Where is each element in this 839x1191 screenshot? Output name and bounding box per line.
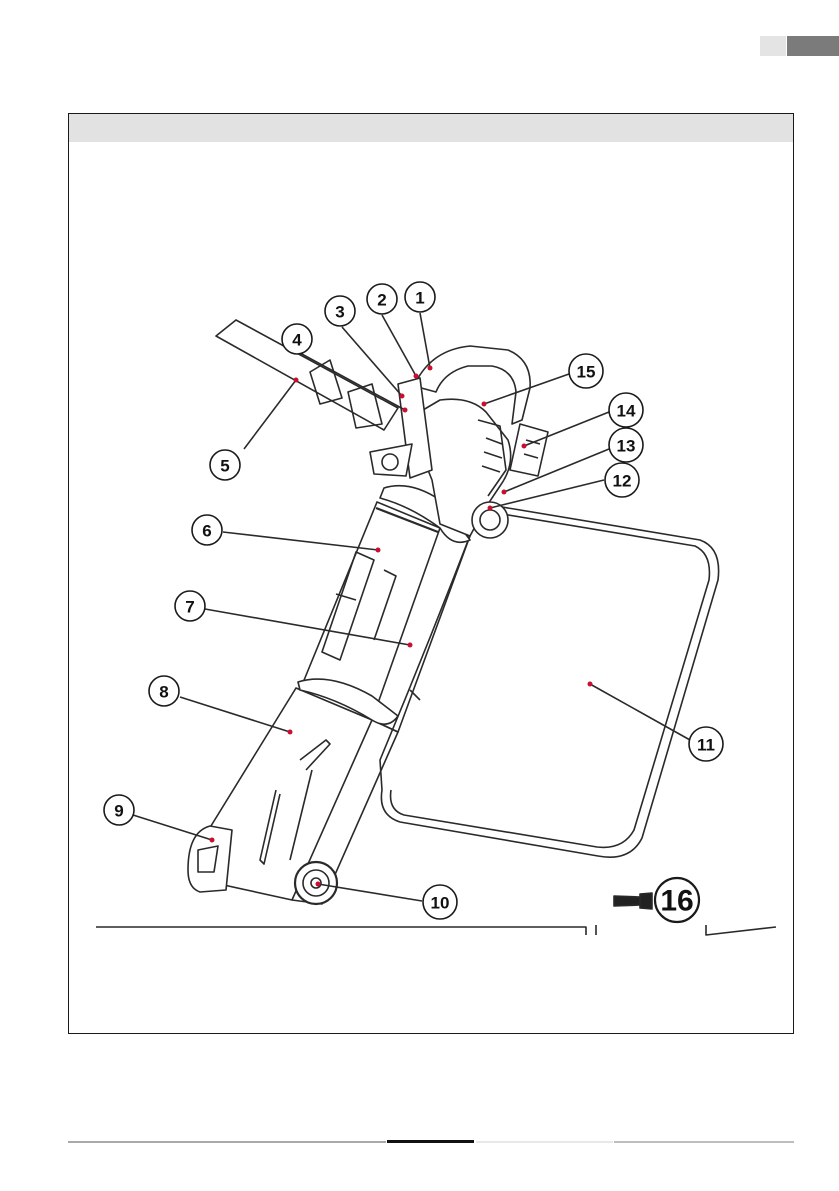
callout-2: 2 — [367, 284, 397, 314]
callout-12: 12 — [605, 463, 639, 497]
svg-text:4: 4 — [292, 331, 302, 350]
screw-icon — [614, 893, 652, 909]
callout-7: 7 — [175, 591, 205, 621]
callout-8: 8 — [149, 676, 179, 706]
svg-text:7: 7 — [185, 598, 194, 617]
callout-13: 13 — [609, 428, 643, 462]
svg-text:5: 5 — [220, 457, 229, 476]
callout-3: 3 — [325, 296, 355, 326]
footer-rule-light — [476, 1141, 613, 1143]
svg-text:2: 2 — [377, 291, 386, 310]
svg-text:15: 15 — [577, 363, 596, 382]
callout-6: 6 — [192, 515, 222, 545]
callout-9: 9 — [104, 795, 134, 825]
callout-5: 5 — [210, 450, 240, 480]
svg-text:10: 10 — [431, 894, 450, 913]
callout-14: 14 — [609, 393, 643, 427]
callout-11: 11 — [689, 727, 723, 761]
svg-text:16: 16 — [660, 885, 693, 918]
svg-text:13: 13 — [617, 437, 636, 456]
svg-text:6: 6 — [202, 522, 211, 541]
front-roller — [188, 826, 232, 892]
callout-10: 10 — [423, 885, 457, 919]
svg-text:8: 8 — [159, 683, 168, 702]
callout-1: 1 — [405, 282, 435, 312]
footer-rule-accent — [387, 1140, 474, 1143]
baseline-rule — [96, 925, 776, 935]
footer-rule-left — [68, 1141, 386, 1143]
callout-16: 16 — [655, 878, 699, 922]
footer-rule-right — [614, 1141, 794, 1143]
svg-text:1: 1 — [415, 289, 424, 308]
callout-4: 4 — [282, 324, 312, 354]
svg-text:11: 11 — [697, 736, 715, 755]
collection-bag — [380, 506, 719, 857]
callout-15: 15 — [569, 354, 603, 388]
svg-text:14: 14 — [617, 402, 636, 421]
svg-text:9: 9 — [114, 802, 123, 821]
svg-text:12: 12 — [613, 472, 632, 491]
motor-housing — [370, 346, 548, 538]
svg-text:3: 3 — [335, 303, 344, 322]
